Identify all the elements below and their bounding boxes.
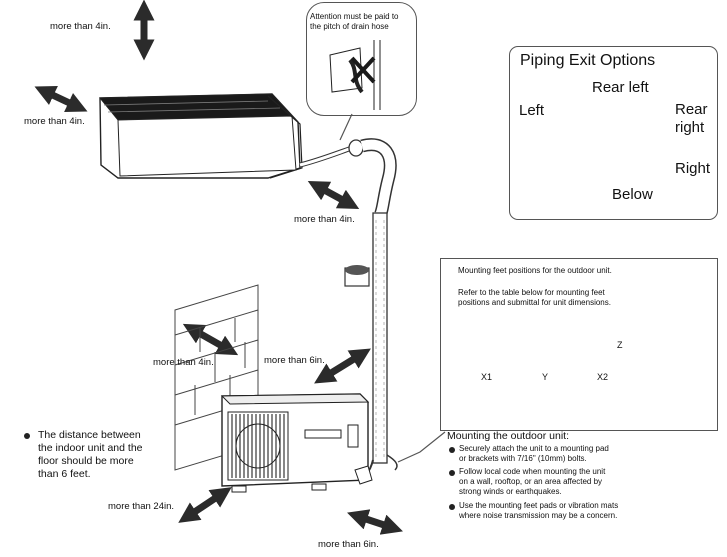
clearance-right-indoor-label: more than 4in. bbox=[294, 214, 355, 225]
line-set bbox=[299, 138, 398, 481]
distance-note-bullet bbox=[24, 433, 30, 439]
mounting-b3-line-1: Use the mounting feet pads or vibration … bbox=[459, 501, 619, 510]
attention-line-1: Attention must be paid to bbox=[310, 12, 399, 21]
mounting-b3-line-2: where noise transmission may be a concer… bbox=[459, 511, 618, 520]
clearance-arrow-top-outdoor bbox=[314, 348, 371, 384]
distance-note-line-1: The distance between bbox=[38, 429, 141, 441]
piping-rear-right-label-2: right bbox=[675, 119, 705, 136]
dim-x2-label: X2 bbox=[597, 372, 609, 382]
attention-line-2: the pitch of drain hose bbox=[310, 22, 389, 31]
dim-x1-label: X1 bbox=[481, 372, 493, 382]
piping-left-label: Left bbox=[519, 102, 545, 119]
piping-exit-options-box bbox=[509, 46, 718, 220]
clearance-left-label: more than 4in. bbox=[24, 116, 85, 127]
piping-below-label: Below bbox=[612, 186, 653, 203]
distance-note-line-3: floor should be more bbox=[38, 455, 134, 467]
mounting-bullet-1 bbox=[449, 447, 455, 453]
dim-z-label: Z bbox=[617, 340, 623, 350]
clearance-arrow-side-outdoor bbox=[347, 509, 403, 535]
mounting-feet-line-3: positions and submittal for unit dimensi… bbox=[458, 298, 611, 307]
piping-title: Piping Exit Options bbox=[520, 52, 656, 69]
mounting-b1-line-2: or brackets with 7/16" (10mm) bolts. bbox=[459, 454, 587, 463]
wall-vent bbox=[344, 265, 370, 287]
clearance-arrow-wall-outdoor bbox=[182, 323, 239, 356]
mounting-b1-line-1: Securely attach the unit to a mounting p… bbox=[459, 444, 609, 453]
attention-callout bbox=[306, 2, 417, 116]
mounting-b2-line-3: strong winds or earthquakes. bbox=[459, 487, 562, 496]
mounting-bullet-3 bbox=[449, 504, 455, 510]
clearance-top-label: more than 4in. bbox=[50, 21, 111, 32]
mounting-b2-line-2: on a wall, rooftop, or an area affected … bbox=[459, 477, 603, 486]
piping-rear-right-label-1: Rear bbox=[675, 101, 708, 118]
piping-rear-left-label: Rear left bbox=[592, 79, 649, 96]
indoor-unit bbox=[98, 93, 303, 179]
mounting-feet-box bbox=[440, 258, 718, 431]
clearance-top-outdoor-label: more than 6in. bbox=[264, 355, 325, 366]
clearance-front-outdoor-label: more than 24in. bbox=[108, 501, 175, 512]
clearance-arrow-right-indoor bbox=[307, 180, 360, 210]
mounting-feet-line-1: Mounting feet positions for the outdoor … bbox=[458, 266, 612, 275]
piping-right-label: Right bbox=[675, 160, 711, 177]
clearance-arrow-front-outdoor bbox=[178, 487, 232, 523]
distance-note-line-2: the indoor unit and the bbox=[38, 442, 143, 454]
clearance-side-outdoor-label: more than 6in. bbox=[318, 539, 379, 550]
drain-hose-illustration bbox=[329, 40, 381, 110]
mounting-b2-line-1: Follow local code when mounting the unit bbox=[459, 467, 606, 476]
mounting-feet-line-2: Refer to the table below for mounting fe… bbox=[458, 288, 605, 297]
clearance-wall-outdoor-label: more than 4in. bbox=[153, 357, 214, 368]
dim-y-label: Y bbox=[542, 372, 549, 382]
outdoor-unit bbox=[220, 393, 373, 493]
mounting-bullet-2 bbox=[449, 470, 455, 476]
mounting-outdoor-title: Mounting the outdoor unit: bbox=[447, 430, 570, 442]
distance-note-line-4: than 6 feet. bbox=[38, 468, 91, 480]
clearance-arrow-left bbox=[34, 85, 88, 113]
